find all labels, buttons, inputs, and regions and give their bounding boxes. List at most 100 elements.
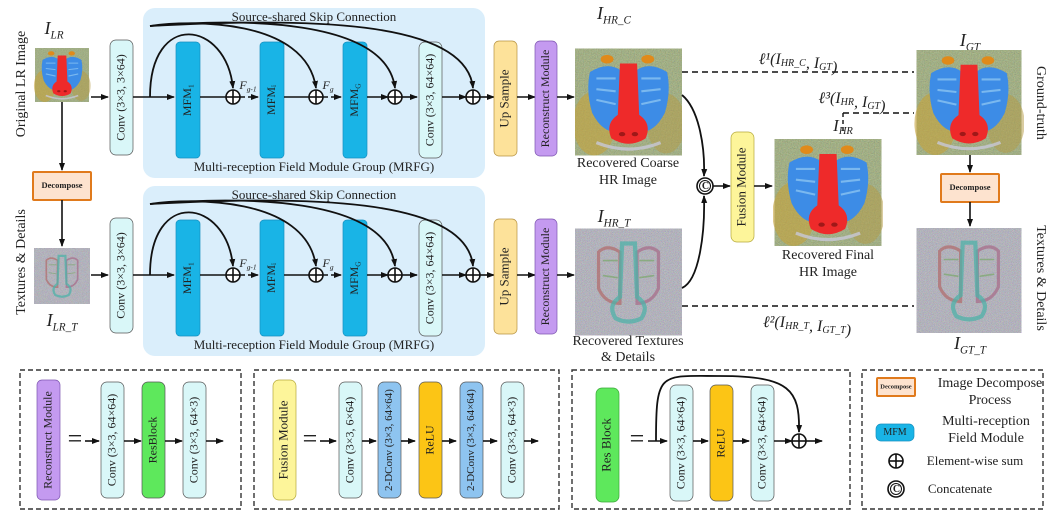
panel-resblock-block-2-shape <box>709 384 734 502</box>
output-texture-image <box>575 229 682 336</box>
panel-resblock-equals: = <box>630 424 645 453</box>
fusion-module-shape <box>730 131 755 243</box>
branch-bottom-f-label-prev: Fg-1 <box>238 256 256 272</box>
branch-bottom-sum-2 <box>308 267 324 283</box>
panel-reconstruct-block-1-shape <box>100 381 125 499</box>
legend-decompose-label-2: Process <box>969 393 1012 408</box>
branch-bottom-group-title: Multi-reception Field Module Group (MRFG… <box>194 337 434 352</box>
panel-resblock-block-3-shape <box>750 384 775 502</box>
panel-fusion-title[interactable]: Fusion Module <box>272 379 297 501</box>
panel-fusion-block-4-shape <box>459 381 484 499</box>
branch-top-mfm-3-label: MFMG <box>347 83 363 117</box>
concat-inner <box>890 483 902 495</box>
branch-bottom-skip-arc-4 <box>149 199 476 267</box>
branch-top-mfm-2[interactable]: MFMᵢ <box>259 41 285 159</box>
legend-decompose-icon[interactable]: Decompose <box>876 377 916 397</box>
branch-top-conv-in[interactable]: Conv (3×3, 3×64) <box>109 39 134 156</box>
loss-label-l2: ℓ²(IHR_T, IGT_T) <box>763 314 851 339</box>
panel-resblock-title[interactable]: Res Block <box>595 387 620 503</box>
input-lr-texture-image <box>34 248 90 304</box>
panel-reconstruct-block-1[interactable]: Conv (3×3, 64×64) <box>100 381 125 499</box>
panel-reconstruct-block-2[interactable]: ResBlock <box>141 381 166 499</box>
ground-truth-texture-image <box>917 228 1022 333</box>
output-texture-caption-1: Recovered Textures <box>572 334 683 349</box>
output-final-label: IHR <box>832 116 853 138</box>
branch-bottom-mfm-3-label: MFMG <box>347 261 363 295</box>
output-coarse-caption-2: HR Image <box>599 173 657 188</box>
panel-resblock-block-1[interactable]: Conv (3×3, 64×64) <box>669 384 694 502</box>
legend-sum-icon <box>888 453 904 469</box>
output-final-caption-1: Recovered Final <box>782 248 874 263</box>
panel-fusion-block-2-label: 2-DConv (3×3, 64×64) <box>383 389 395 491</box>
concat-inner <box>699 180 711 192</box>
branch-top-upsample-label: Up Sample <box>496 69 511 127</box>
branch-top-reconstruct[interactable]: Reconstruct Module <box>534 40 558 157</box>
branch-bottom-mfm-2[interactable]: MFMᵢ <box>259 219 285 337</box>
branch-top-mfm-1-shape <box>175 41 201 159</box>
branch-bottom-conv-out[interactable]: Conv (3×3, 64×64) <box>418 219 443 337</box>
branch-top-mfm-2-shape <box>259 41 285 159</box>
branch-top-conv-out-label: Conv (3×3, 64×64) <box>422 54 436 147</box>
branch-bottom-sum-4 <box>465 267 481 283</box>
panel-reconstruct-block-2-label: ResBlock <box>145 417 159 464</box>
ground-truth-row-label: Ground-truth <box>1033 66 1048 140</box>
panel-resblock-block-1-label: Conv (3×3, 64×64) <box>673 397 687 490</box>
branch-top-upsample[interactable]: Up Sample <box>493 40 518 157</box>
branch-top-mfm-1[interactable]: MFM₁ <box>175 41 201 159</box>
output-coarse-caption-1: Recovered Coarse <box>577 156 679 171</box>
branch-bottom-mfm-1[interactable]: MFM₁ <box>175 219 201 337</box>
legend-mfm-label-2: Field Module <box>948 431 1024 446</box>
panel-fusion-block-3-label: ReLU <box>422 425 436 455</box>
legend-mfm-icon[interactable]: MFM <box>875 423 915 442</box>
panel-fusion-title-shape <box>272 379 297 501</box>
panel-reconstruct-block-3[interactable]: Conv (3×3, 64×3) <box>182 381 207 499</box>
branch-bottom-mfm-2-label: MFMᵢ <box>264 263 278 293</box>
branch-bottom-mfm-1-label: MFM₁ <box>180 262 194 294</box>
panel-fusion-block-3[interactable]: ReLU <box>418 381 443 499</box>
branch-bottom-upsample[interactable]: Up Sample <box>493 218 518 335</box>
legend-decompose-icon-shape <box>876 377 916 397</box>
panel-fusion-block-1-shape <box>338 381 363 499</box>
legend-mfm-icon-label: MFM <box>883 427 906 438</box>
panel-fusion-block-2-shape <box>377 381 402 499</box>
branch-bottom-conv-in[interactable]: Conv (3×3, 3×64) <box>109 217 134 334</box>
branch-bottom-mfm-1-shape <box>175 219 201 337</box>
panel-resblock-block-2[interactable]: ReLU <box>709 384 734 502</box>
input-lr-texture-label: ILR_T <box>46 310 79 333</box>
panel-reconstruct-module <box>19 369 242 510</box>
branch-bottom-reconstruct[interactable]: Reconstruct Module <box>534 218 558 335</box>
fusion-module[interactable]: Fusion Module <box>730 131 755 243</box>
branch-bottom-reconstruct-shape <box>534 218 558 335</box>
branch-bottom-sum-3 <box>387 267 403 283</box>
legend-mfm-label-1: Multi-reception <box>942 414 1030 429</box>
arrow-texture-concat <box>681 195 708 289</box>
ground-truth-texture-row-label: Textures & Details <box>1033 225 1048 331</box>
branch-bottom-conv-out-label: Conv (3×3, 64×64) <box>422 232 436 325</box>
output-coarse-image <box>573 49 685 156</box>
legend-decompose-icon-label: Decompose <box>880 383 912 390</box>
output-final-image <box>772 139 884 246</box>
arrow-coarse-concat <box>681 94 708 177</box>
decompose-lr-button[interactable]: Decompose <box>32 171 92 201</box>
panel-reconstruct-block-3-shape <box>182 381 207 499</box>
loss-label-l1: ℓ¹(IHR_C, IGT) <box>759 51 838 76</box>
panel-fusion-block-2[interactable]: 2-DConv (3×3, 64×64) <box>377 381 402 499</box>
branch-top-conv-out-shape <box>418 41 443 159</box>
legend-sum-label: Element-wise sum <box>927 453 1023 468</box>
panel-fusion-block-4[interactable]: 2-DConv (3×3, 64×64) <box>459 381 484 499</box>
branch-bottom-sum-1 <box>225 267 241 283</box>
panel-fusion-block-1[interactable]: Conv (3×3, 6×64) <box>338 381 363 499</box>
branch-bottom-conv-out-shape <box>418 219 443 337</box>
branch-top-sum-4 <box>465 89 481 105</box>
branch-top-mfm-3[interactable]: MFMG <box>342 41 368 159</box>
output-coarse-label: IHR_C <box>596 3 631 26</box>
ground-truth-image <box>914 50 1024 155</box>
concat-symbol: C <box>893 484 900 495</box>
branch-bottom-mfm-3[interactable]: MFMG <box>342 219 368 337</box>
panel-reconstruct-title[interactable]: Reconstruct Module <box>36 379 61 501</box>
panel-fusion-block-5[interactable]: Conv (3×3, 64×3) <box>500 381 525 499</box>
panel-resblock-block-3[interactable]: Conv (3×3, 64×64) <box>750 384 775 502</box>
branch-top-conv-out[interactable]: Conv (3×3, 64×64) <box>418 41 443 159</box>
branch-top-reconstruct-shape <box>534 40 558 157</box>
decompose-gt-button[interactable]: Decompose <box>940 173 1000 203</box>
